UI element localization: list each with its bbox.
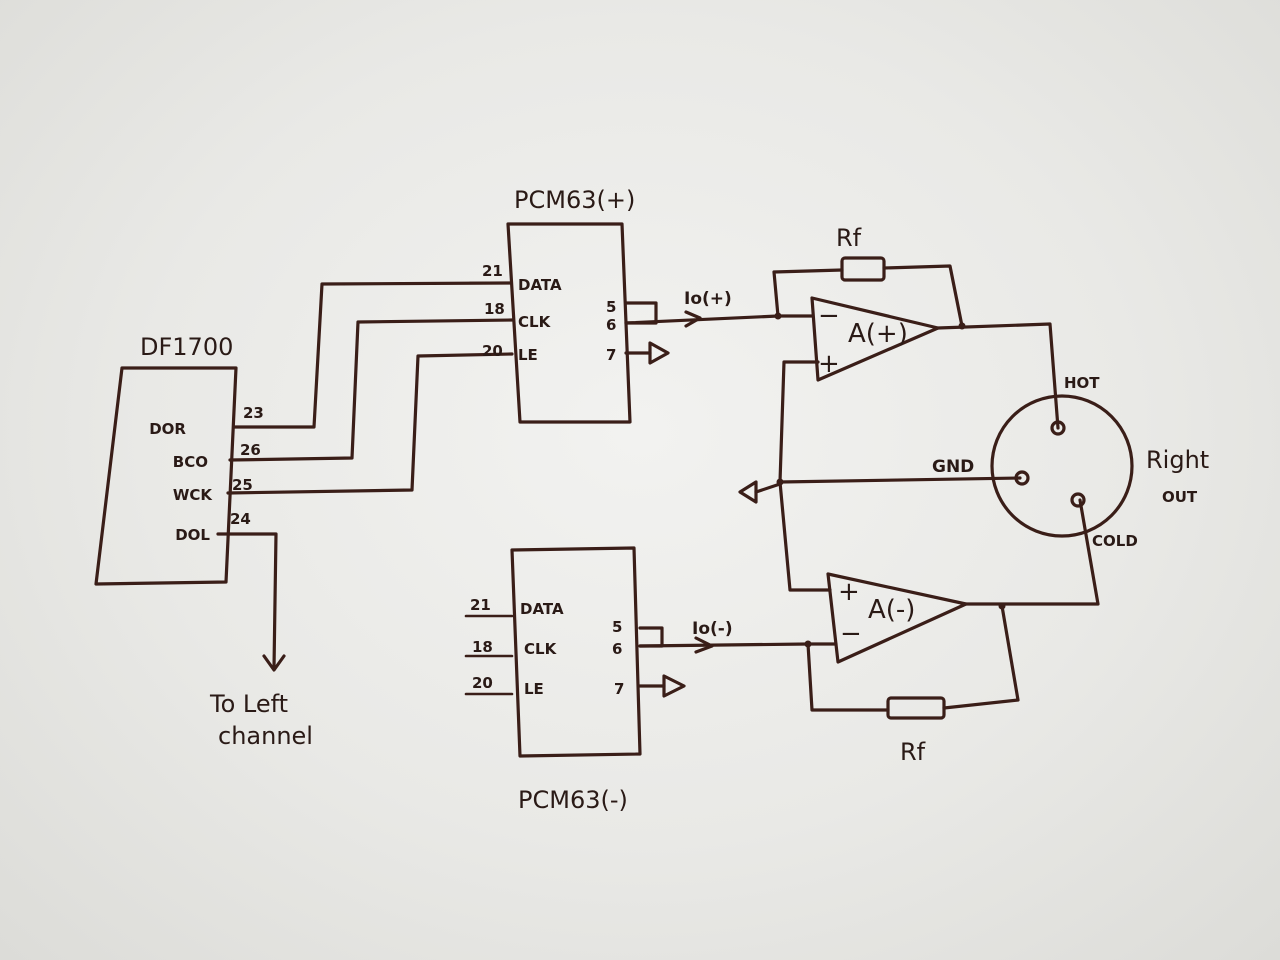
df1700-pin-num-25: 25 bbox=[232, 476, 253, 494]
pcm63-minus-pin-clk: CLK bbox=[524, 640, 558, 658]
df1700-title: DF1700 bbox=[140, 333, 233, 361]
pcm63-minus-pin-7: 7 bbox=[614, 680, 624, 698]
df1700-pin-bco: BCO bbox=[173, 453, 208, 471]
opamp-minus-inv: − bbox=[840, 619, 862, 649]
pcm63-plus-num-18: 18 bbox=[484, 300, 505, 318]
xlr-output-connector: HOT COLD Right OUT bbox=[990, 374, 1209, 550]
to-left-channel-line2: channel bbox=[218, 722, 313, 750]
cold-label: COLD bbox=[1092, 532, 1138, 550]
df1700-pin-dol: DOL bbox=[175, 526, 210, 544]
pcm63-plus-pin-5: 5 bbox=[606, 298, 616, 316]
opamp-minus: A(-) + − bbox=[638, 480, 1100, 712]
to-left-channel-line1: To Left bbox=[209, 690, 288, 718]
df1700-pin-num-24: 24 bbox=[230, 510, 251, 528]
right-out-label-line2: OUT bbox=[1162, 488, 1198, 506]
pcm63-plus-pin-le: LE bbox=[518, 346, 538, 364]
df1700-pin-num-23: 23 bbox=[243, 404, 264, 422]
pcm63-plus-pin-clk: CLK bbox=[518, 313, 552, 331]
df1700-pin-dor: DOR bbox=[149, 420, 186, 438]
pcm63-minus-num-18: 18 bbox=[472, 638, 493, 656]
opamp-plus-inv: − bbox=[818, 301, 840, 331]
pcm63-plus-title: PCM63(+) bbox=[514, 186, 635, 214]
gnd-label: GND bbox=[932, 457, 974, 477]
pcm63-plus-num-20: 20 bbox=[482, 342, 503, 360]
df1700-chip: DF1700 DOR BCO WCK DOL 23 26 25 24 bbox=[94, 333, 264, 586]
pcm63-minus-num-21: 21 bbox=[470, 596, 491, 614]
pcm63-minus-num-20: 20 bbox=[472, 674, 493, 692]
resistor-rf-bottom-label: Rf bbox=[900, 738, 926, 766]
pcm63-minus-title: PCM63(-) bbox=[518, 786, 628, 814]
resistor-rf-top-label: Rf bbox=[836, 224, 862, 252]
resistor-rf-top: Rf bbox=[836, 224, 886, 282]
resistor-rf-bottom: Rf bbox=[886, 696, 946, 766]
df1700-pin-num-26: 26 bbox=[240, 441, 261, 459]
opamp-minus-label: A(-) bbox=[868, 595, 915, 625]
pcm63-minus-pin-6: 6 bbox=[612, 640, 622, 658]
hot-label: HOT bbox=[1064, 374, 1100, 392]
opamp-minus-noninv: + bbox=[838, 577, 860, 607]
pcm63-plus-pin-6: 6 bbox=[606, 316, 616, 334]
pcm63-minus-pin-le: LE bbox=[524, 680, 544, 698]
pcm63-minus-pin-5: 5 bbox=[612, 618, 622, 636]
pcm63-minus-pin-data: DATA bbox=[520, 600, 564, 618]
pcm63-plus-pin-7: 7 bbox=[606, 346, 616, 364]
opamp-plus: A(+) − + bbox=[772, 264, 1060, 484]
pcm63-plus-pin-data: DATA bbox=[518, 276, 562, 294]
df1700-to-pcm-wires bbox=[216, 281, 514, 672]
io-minus-label: Io(-) bbox=[692, 619, 733, 639]
opamp-plus-label: A(+) bbox=[848, 319, 908, 349]
pcm63-plus-chip: PCM63(+) 21 18 20 DATA CLK LE 5 6 7 bbox=[482, 186, 780, 424]
pcm63-plus-num-21: 21 bbox=[482, 262, 503, 280]
right-out-label-line1: Right bbox=[1146, 446, 1209, 474]
io-plus-label: Io(+) bbox=[684, 289, 732, 309]
opamp-plus-noninv: + bbox=[818, 349, 840, 379]
df1700-pin-wck: WCK bbox=[173, 486, 214, 504]
pcm63-minus-chip: PCM63(-) 21 18 20 DATA CLK LE 5 6 7 bbox=[464, 546, 686, 814]
